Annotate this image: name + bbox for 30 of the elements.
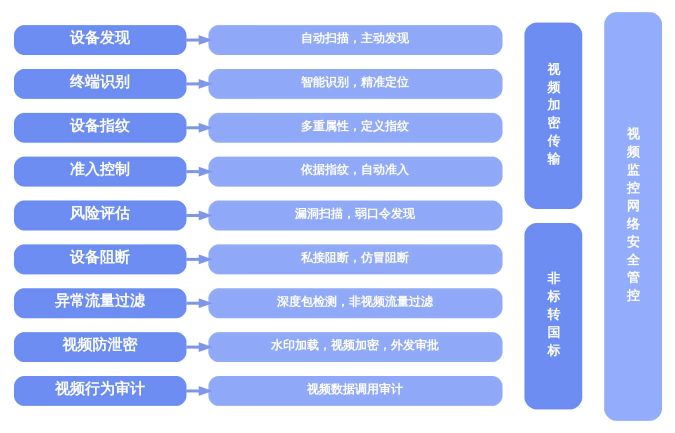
node-box: 视频监控网络安全管控 bbox=[604, 12, 662, 421]
node-box: 设备阻断 bbox=[14, 244, 186, 274]
node-box: 风险评估 bbox=[14, 200, 186, 230]
node-box: 依据指纹，自动准入 bbox=[208, 156, 502, 187]
arrow bbox=[186, 210, 212, 220]
node-box: 私接阻断，仿冒阻断 bbox=[208, 244, 502, 274]
node-box: 视频加密传输 bbox=[524, 22, 582, 210]
node-box: 多重属性，定义指纹 bbox=[208, 112, 502, 143]
arrow bbox=[186, 298, 212, 308]
node-box: 深度包检测，非视频流量过滤 bbox=[208, 288, 502, 318]
node-box: 非标转国标 bbox=[524, 222, 582, 410]
node-box: 设备指纹 bbox=[14, 112, 186, 143]
node-box: 视频行为审计 bbox=[14, 376, 186, 406]
arrow bbox=[186, 166, 212, 177]
node-box: 自动扫描，主动发现 bbox=[208, 25, 502, 55]
node-box: 终端识别 bbox=[14, 68, 186, 99]
arrow bbox=[186, 122, 212, 133]
node-box: 智能识别，精准定位 bbox=[208, 68, 502, 99]
arrow bbox=[186, 254, 212, 264]
node-box: 异常流量过滤 bbox=[14, 288, 186, 318]
arrow bbox=[186, 79, 212, 89]
arrow bbox=[186, 386, 212, 396]
node-box: 视频防泄密 bbox=[14, 332, 186, 362]
node-box: 水印加载，视频加密，外发审批 bbox=[208, 332, 502, 362]
node-box: 设备发现 bbox=[14, 25, 186, 55]
arrow bbox=[186, 342, 212, 352]
node-box: 视频数据调用审计 bbox=[208, 376, 502, 406]
node-box: 漏洞扫描，弱口令发现 bbox=[208, 200, 502, 230]
arrow bbox=[186, 35, 212, 45]
node-box: 准入控制 bbox=[14, 156, 186, 187]
